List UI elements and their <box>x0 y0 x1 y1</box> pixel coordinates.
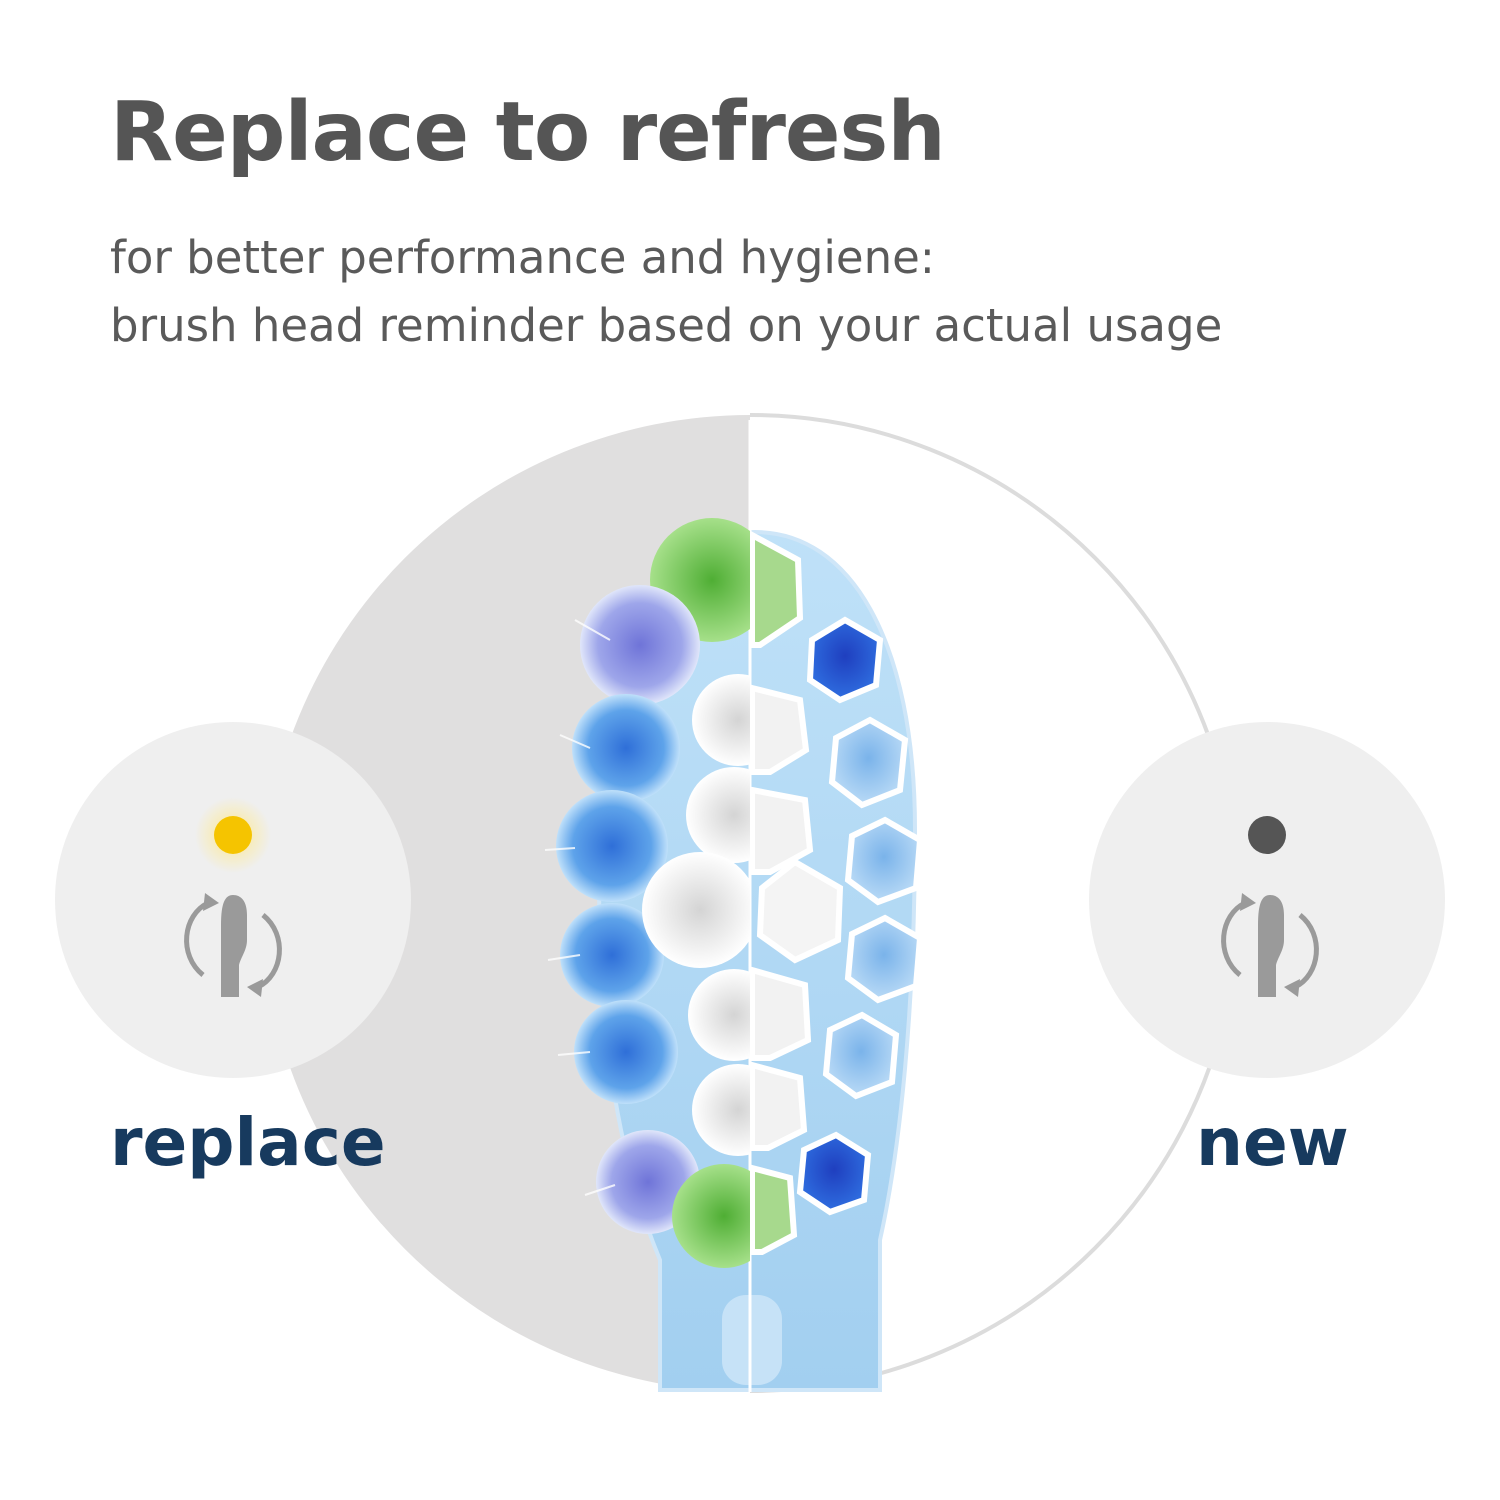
subtitle-line-2: brush head reminder based on your actual… <box>110 299 1223 352</box>
dark-light-icon <box>1248 816 1286 854</box>
new-indicator <box>1089 722 1445 1078</box>
subtitle-line-1: for better performance and hygiene: <box>110 231 935 284</box>
replace-indicator <box>55 722 411 1078</box>
worn-bristles <box>544 518 750 1268</box>
new-bristles <box>750 530 924 1255</box>
brush-head-replace-icon <box>184 893 282 997</box>
replace-label: replace <box>110 1104 386 1181</box>
new-label: new <box>1196 1104 1349 1181</box>
page-title: Replace to refresh <box>110 85 946 180</box>
yellow-light-icon <box>214 816 252 854</box>
page-subtitle: for better performance and hygiene: brus… <box>110 224 1222 360</box>
brush-head-replace-icon <box>1221 893 1319 997</box>
